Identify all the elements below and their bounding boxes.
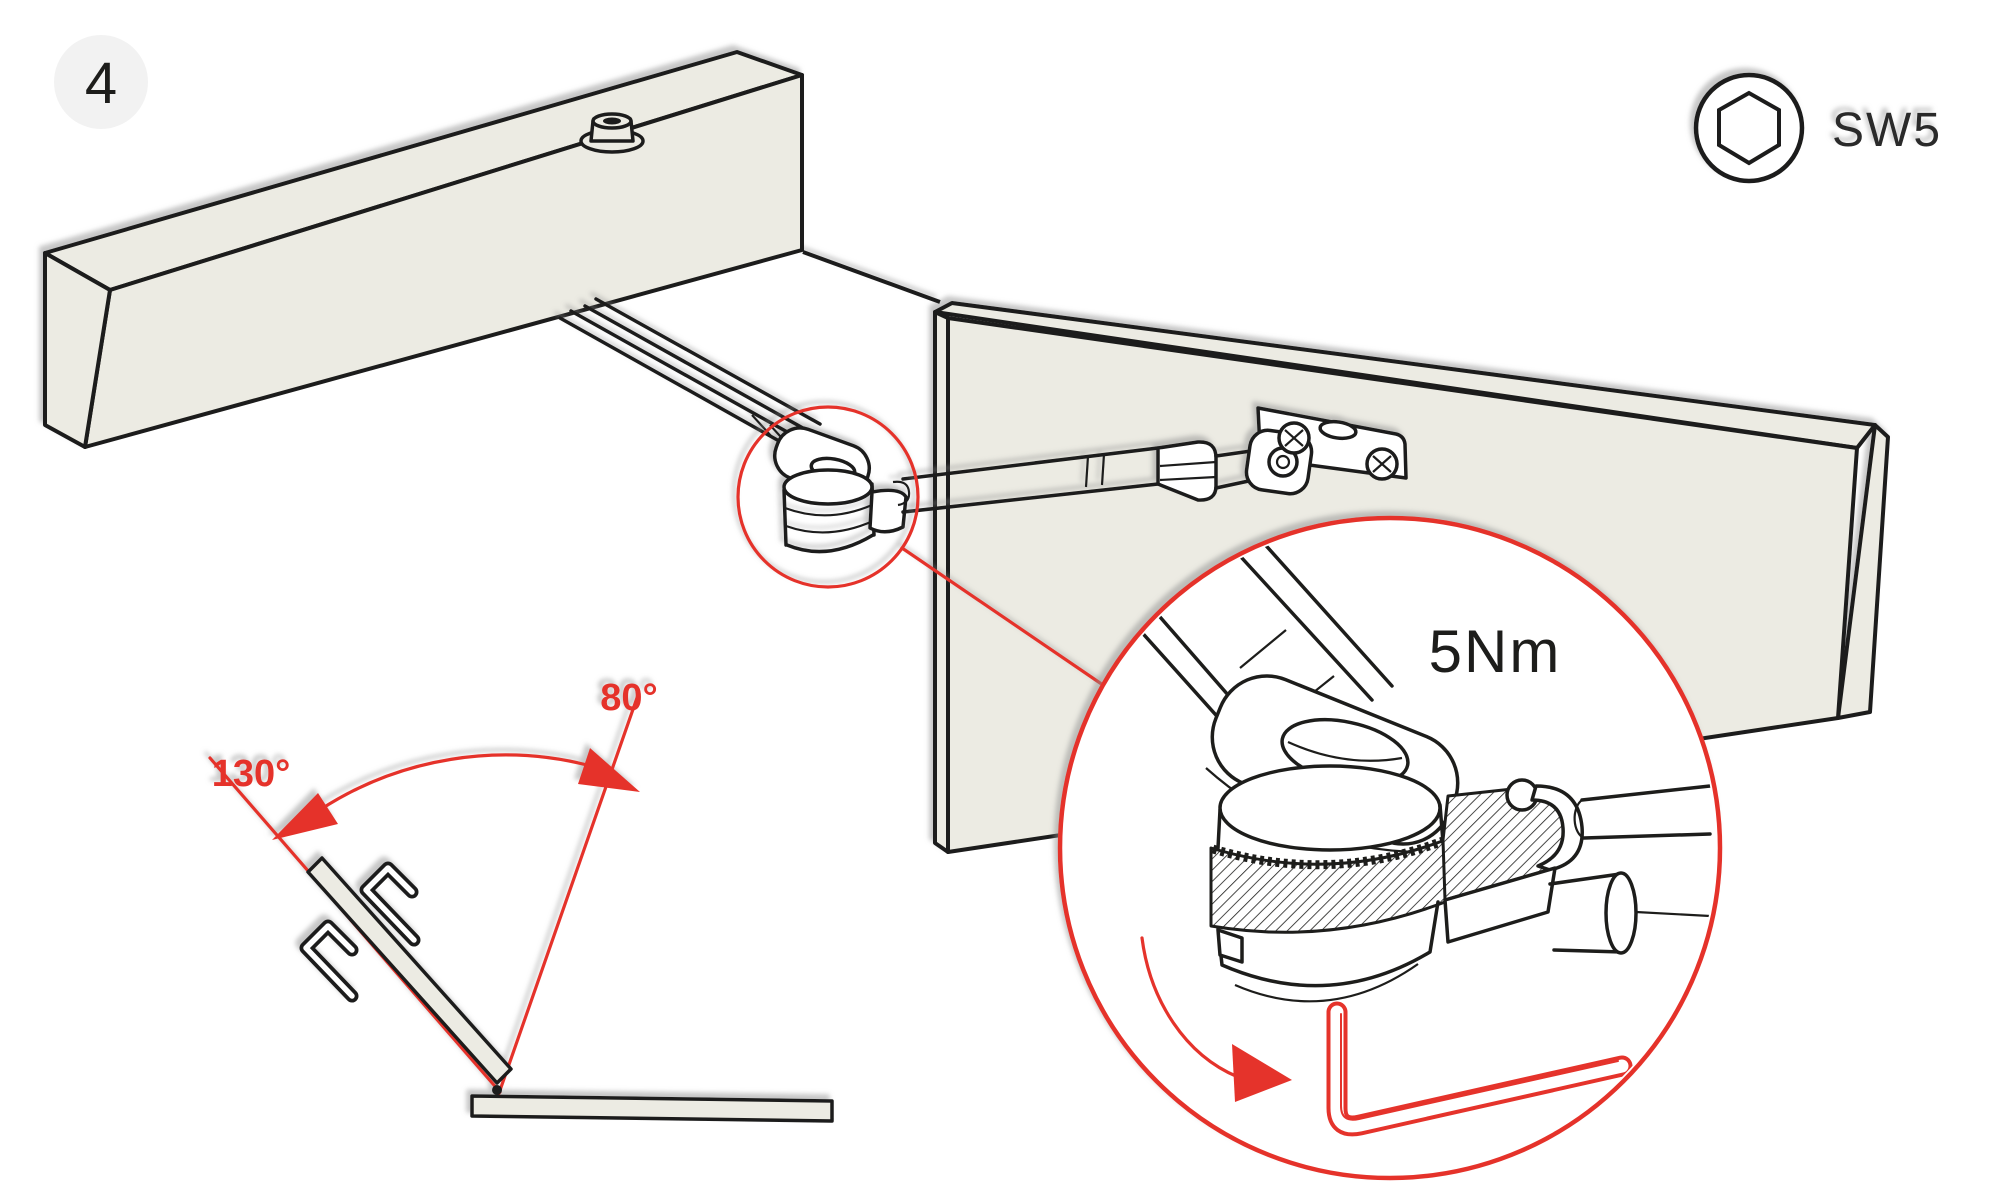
torque-label: 5Nm [1429, 618, 1562, 685]
arc-arrowhead-left [272, 793, 338, 840]
pivot-point [492, 1085, 502, 1095]
arc-arrowhead-right [578, 748, 640, 792]
door-panel-bar [306, 856, 513, 1085]
callout-annotations [736, 405, 1105, 687]
door-clip-brackets [299, 861, 421, 1003]
bracket-screw-right [1365, 447, 1399, 481]
step-badge-circle [54, 35, 148, 129]
detail-pivot-head [1205, 674, 1460, 854]
mount-pin [603, 117, 621, 125]
max-angle-label: 130° [212, 753, 291, 795]
detail-circle [1057, 515, 1723, 1181]
tool-indicator: SW5 [1693, 72, 1942, 184]
detail-drum-lower [1216, 900, 1440, 1003]
beam-mount [579, 112, 645, 154]
piston-rod [901, 440, 1260, 514]
step-badge: 4 [54, 35, 148, 129]
fixed-panel-bar [470, 1094, 834, 1123]
panel-hidden-edge [802, 250, 941, 304]
panel-right-edge-face [1836, 423, 1890, 720]
arm-pivot-head [773, 426, 876, 554]
closer-arm-linkage [558, 297, 1408, 554]
angle-arc [306, 753, 607, 820]
detail-callout: 5Nm [1057, 515, 1723, 1181]
detail-clamp [1441, 778, 1584, 944]
wall-bracket [1244, 406, 1408, 496]
detail-rod [1548, 784, 1712, 955]
bracket-screw-left [1277, 421, 1311, 455]
tool-size-label: SW5 [1832, 104, 1942, 157]
rotate-arrow-icon [1140, 936, 1292, 1102]
allen-key-icon [1326, 1001, 1633, 1137]
callout-source-circle [736, 405, 920, 589]
step-number: 4 [85, 51, 117, 116]
beam-left-end-face [43, 251, 112, 449]
callout-leader-line [900, 546, 1105, 687]
hex-socket-icon [1693, 72, 1805, 184]
angle-diagram: 130° 80° [208, 677, 834, 1123]
top-beam [43, 50, 804, 449]
open-angle-label: 80° [600, 677, 657, 719]
rod-hex-nut [1156, 440, 1218, 502]
arm-rails [558, 297, 822, 448]
angle-line-80 [496, 693, 640, 1098]
rod-clamp [868, 480, 911, 534]
